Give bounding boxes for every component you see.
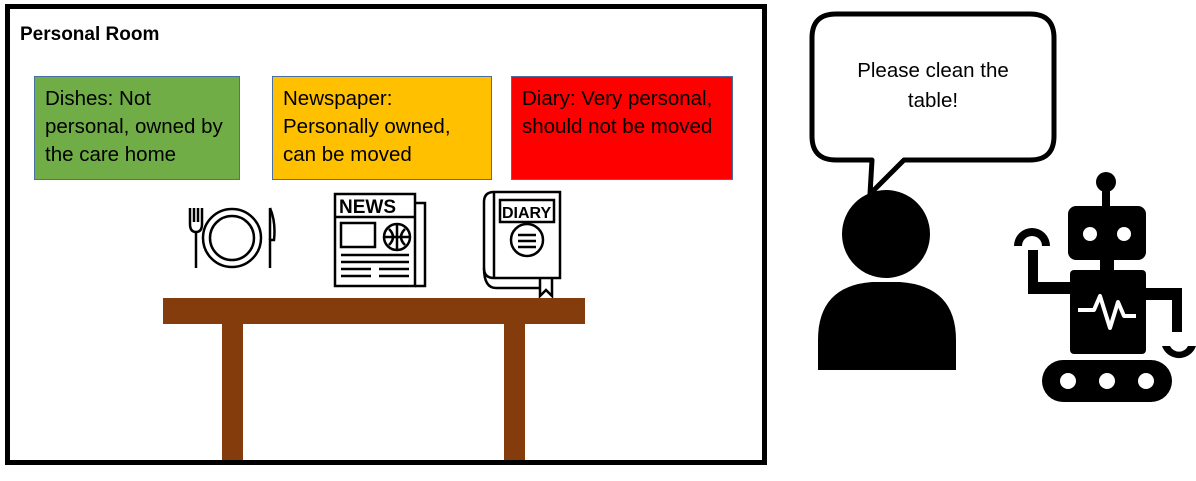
room-title: Personal Room — [20, 24, 160, 45]
speech-line-2: table! — [907, 89, 959, 112]
newspaper-masthead: NEWS — [339, 197, 396, 218]
dishes-label: Dishes: Not personal, owned by the care … — [34, 76, 240, 180]
diary-cover-text: DIARY — [502, 205, 552, 222]
table-top — [163, 298, 585, 324]
newspaper-label: Newspaper: Personally owned, can be move… — [272, 76, 492, 180]
newspaper-icon: NEWS — [333, 192, 427, 288]
diary-label: Diary: Very personal, should not be move… — [511, 76, 733, 180]
person-icon — [818, 190, 956, 370]
plate-cutlery-icon — [188, 207, 276, 269]
speech-line-1: Please clean the — [857, 59, 1009, 82]
speech-bubble — [809, 11, 1057, 197]
table-leg-left — [222, 324, 243, 460]
robot-icon — [1014, 172, 1196, 402]
diary-icon: DIARY — [482, 190, 562, 300]
speech-text: Please clean the table! — [818, 56, 1048, 116]
table-leg-right — [504, 324, 525, 460]
